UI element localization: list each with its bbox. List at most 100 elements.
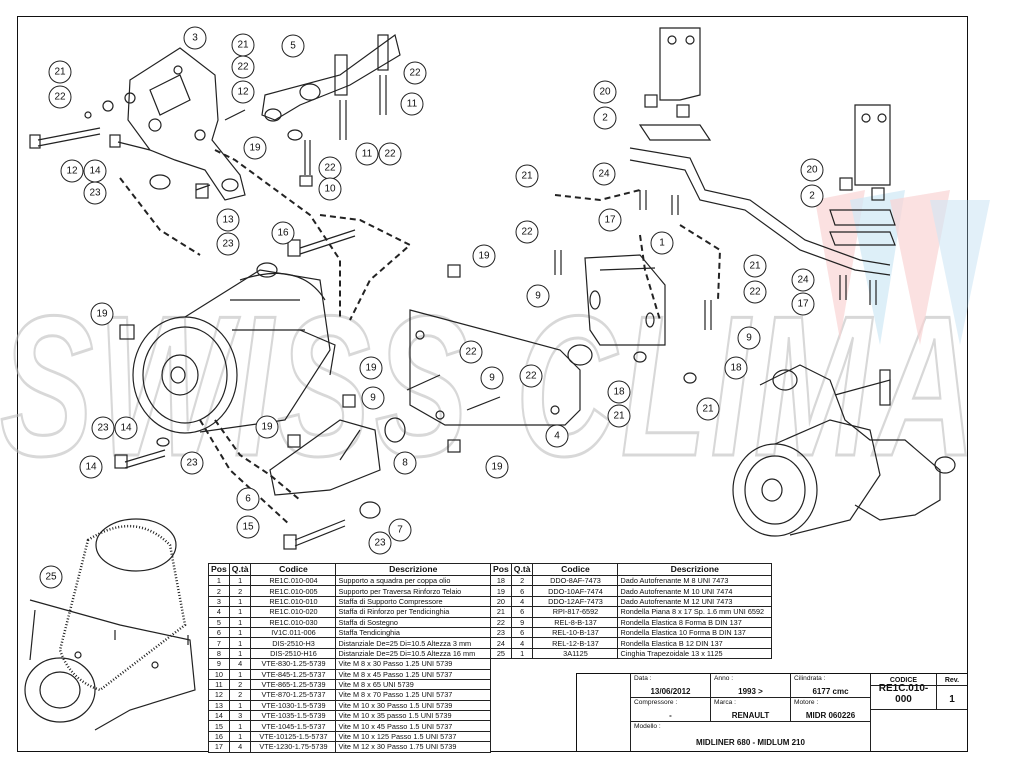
callout-number: 19	[261, 422, 273, 433]
tb-rev-label-text: Rev.	[944, 677, 960, 684]
callout-number: 18	[613, 387, 625, 398]
row-pos: 10	[208, 668, 230, 680]
callout-bubble	[696, 397, 720, 421]
row-codice: VTE-845-1.25-5737	[250, 668, 337, 680]
callout-number: 4	[554, 431, 560, 442]
row-pos: 7	[208, 637, 230, 649]
callout-24: 24	[791, 268, 815, 292]
row-qty: 6	[510, 606, 534, 618]
callout-number: 14	[120, 423, 132, 434]
bracket-1	[584, 254, 666, 346]
callout-number: 11	[362, 149, 373, 160]
row-descrizione: Dado Autofrenante M 10 UNI 7474	[617, 585, 772, 597]
row-pos: 2	[208, 585, 230, 597]
callout-number: 16	[277, 228, 289, 239]
callout-bubble	[743, 280, 767, 304]
tb-rev-value: 1	[949, 694, 955, 705]
callout-21: 21	[515, 164, 539, 188]
row-descrizione: Rondella Elastica B 12 DIN 137	[617, 637, 772, 649]
bolts-left	[29, 100, 356, 469]
callout-bubble	[183, 26, 207, 50]
row-qty: 1	[228, 595, 252, 608]
row-qty: 6	[510, 585, 534, 597]
callout-number: 18	[730, 363, 742, 374]
callout-7: 7	[388, 518, 412, 542]
callout-23: 23	[91, 416, 115, 440]
header-qty: Q.tà	[510, 563, 534, 576]
callout-bubble	[519, 364, 543, 388]
callout-23: 23	[216, 232, 240, 256]
callout-19: 19	[359, 356, 383, 380]
callout-19: 19	[255, 415, 279, 439]
callout-bubble	[485, 455, 509, 479]
row-qty: 4	[228, 741, 252, 753]
row-codice: DIS-2510-H3	[250, 637, 337, 649]
bracket-3	[124, 47, 246, 201]
callout-1: 1	[650, 231, 674, 255]
row-qty: 2	[228, 678, 252, 691]
row-codice: DIS-2510-H16	[250, 647, 337, 660]
row-pos: 16	[208, 730, 230, 743]
callout-bubble	[39, 565, 63, 589]
row-qty: 6	[510, 626, 534, 639]
callout-number: 5	[290, 41, 296, 52]
callout-2: 2	[800, 184, 824, 208]
parts-table-header: Pos Q.tà Codice Descrizione	[208, 563, 491, 576]
callout-bubble	[388, 518, 412, 542]
compressor-right	[732, 364, 956, 537]
callout-bubble	[243, 136, 267, 160]
callout-bubble	[359, 356, 383, 380]
callout-number: 1	[659, 238, 665, 249]
row-codice: VTE-1230-1.75-5739	[250, 741, 337, 753]
callout-bubble	[393, 451, 417, 475]
callout-bubble	[368, 531, 392, 555]
callout-bubble	[255, 415, 279, 439]
row-descrizione: Vite M 10 x 45 Passo 1.5 UNI 5737	[335, 720, 491, 732]
callout-number: 22	[409, 68, 421, 79]
row-descrizione: Dado Autofrenante M 8 UNI 7473	[617, 574, 772, 587]
callout-number: 19	[365, 363, 377, 374]
header-codice: Codice	[532, 563, 619, 576]
bracket-4	[409, 309, 593, 426]
row-codice: REL-12-B-137	[532, 637, 619, 649]
callout-bubble	[231, 80, 255, 104]
callout-5: 5	[281, 34, 305, 58]
tb-compressore-label: Compressore :	[634, 699, 678, 706]
callout-number: 3	[192, 33, 198, 44]
callout-14: 14	[114, 416, 138, 440]
callout-10: 10	[318, 177, 342, 201]
row-descrizione: Vite M 8 x 45 Passo 1.25 UNI 5737	[335, 668, 491, 680]
callout-number: 13	[222, 215, 234, 226]
callout-22: 22	[403, 61, 427, 85]
row-descrizione: Vite M 10 x 125 Passo 1.5 UNI 5737	[335, 730, 491, 743]
callout-bubble	[724, 356, 748, 380]
callout-bubble	[400, 92, 424, 116]
callout-bubble	[515, 164, 539, 188]
callout-number: 17	[604, 215, 616, 226]
callout-18: 18	[607, 380, 631, 404]
tb-data: Data : 13/06/2012	[631, 674, 711, 698]
callout-bubble	[593, 80, 617, 104]
callout-17: 17	[791, 292, 815, 316]
callout-19: 19	[485, 455, 509, 479]
callout-number: 12	[237, 87, 249, 98]
callout-6: 6	[236, 487, 260, 511]
callout-9: 9	[737, 326, 761, 350]
callout-number: 10	[324, 184, 336, 195]
row-qty: 1	[228, 699, 252, 712]
row-pos: 18	[490, 574, 512, 587]
tb-motore-value: MIDR 060226	[805, 711, 856, 720]
row-qty: 1	[228, 647, 252, 660]
row-pos: 11	[208, 678, 230, 691]
callout-number: 2	[809, 191, 815, 202]
